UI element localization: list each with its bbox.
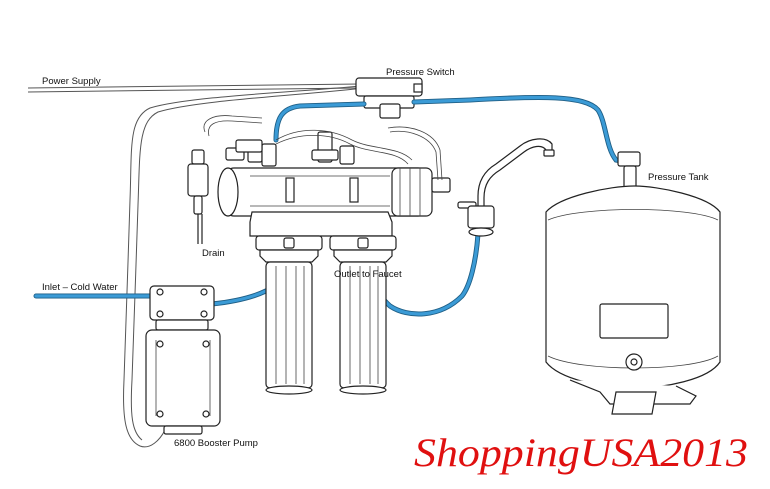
membrane-housing xyxy=(217,167,451,217)
booster-pump xyxy=(145,285,221,435)
filter-housing-1 xyxy=(255,235,323,395)
filter-housing-2 xyxy=(329,235,397,395)
power-wires xyxy=(27,83,365,448)
pump-label: 6800 Booster Pump xyxy=(174,438,258,449)
watermark: ShoppingUSA2013 xyxy=(414,430,748,475)
faucet xyxy=(457,138,555,237)
outlet-label: Outlet to Faucet xyxy=(334,269,402,280)
power-supply-label: Power Supply xyxy=(42,76,101,87)
drain-label: Drain xyxy=(202,248,225,259)
filter-bracket xyxy=(249,211,393,237)
drain-assembly xyxy=(187,115,263,244)
membrane-fittings xyxy=(235,126,443,181)
pressure-switch-label: Pressure Switch xyxy=(386,67,455,78)
pressure-switch xyxy=(355,77,423,119)
pressure-tank xyxy=(545,151,721,415)
pressure-tank-label: Pressure Tank xyxy=(648,172,709,183)
inlet-label: Inlet – Cold Water xyxy=(42,282,118,293)
